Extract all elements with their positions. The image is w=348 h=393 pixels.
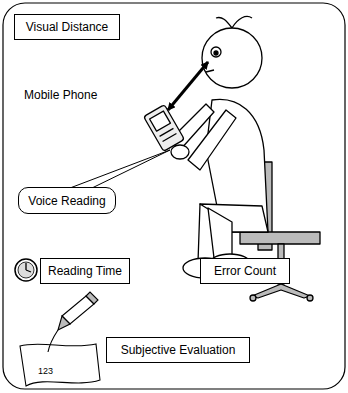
measure-box: Error Count (200, 258, 290, 284)
box-text: Subjective Evaluation (121, 343, 236, 357)
box-text: Visual Distance (26, 20, 109, 34)
outer-frame (3, 3, 345, 389)
mobile-phone (144, 105, 185, 152)
paper-pencil (20, 292, 100, 386)
callout-box: Voice Reading (18, 187, 116, 214)
measure-box: Visual Distance (14, 14, 120, 40)
clock-icon (15, 259, 37, 281)
measure-box: Subjective Evaluation (106, 337, 250, 363)
distance-arrow (168, 62, 208, 110)
callout-tail (70, 150, 170, 188)
measure-box: Reading Time (40, 258, 130, 284)
person-figure (144, 16, 320, 301)
box-text: Error Count (214, 264, 276, 278)
part-label: Mobile Phone (24, 88, 97, 102)
callout-number: 123 (38, 366, 53, 376)
box-text: Reading Time (48, 264, 122, 278)
box-text: Voice Reading (28, 194, 105, 208)
